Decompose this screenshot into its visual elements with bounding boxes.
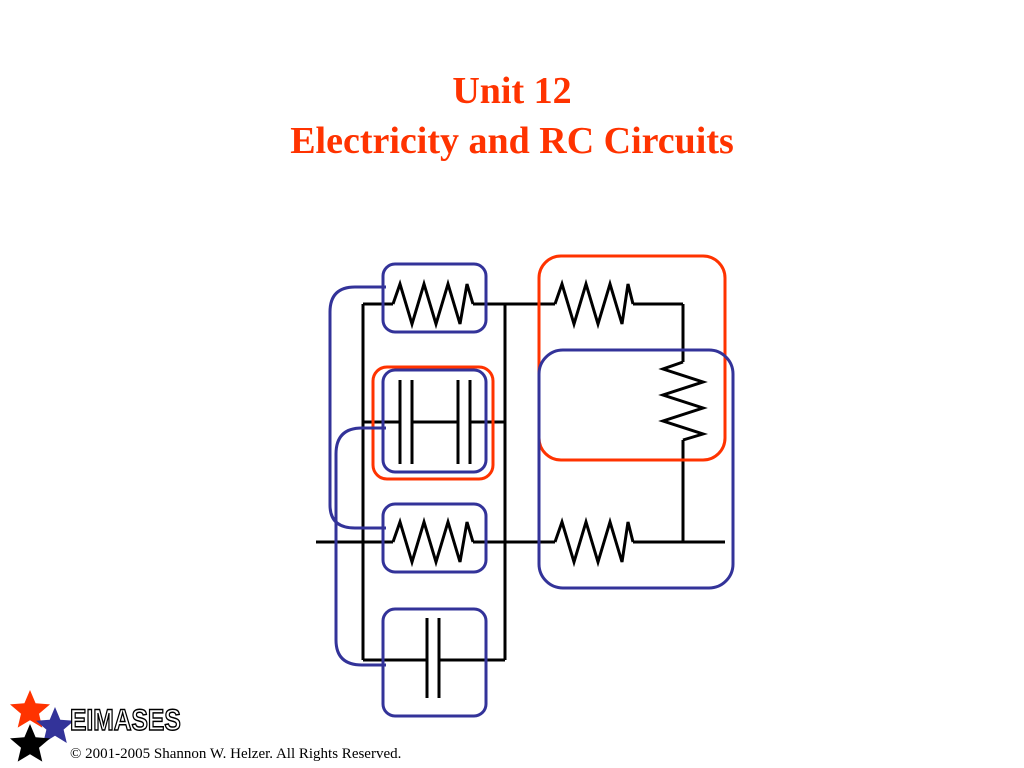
- blue-box-top-resistor: [381, 262, 488, 334]
- blue-loop-lower: [334, 426, 386, 667]
- capacitor-left-upper: [398, 380, 414, 464]
- title-line-2: Electricity and RC Circuits: [290, 120, 734, 162]
- blue-box-middle-resistor: [381, 502, 488, 574]
- circuit-wires: [316, 302, 725, 662]
- resistor-middle-left: [391, 516, 475, 568]
- resistor-middle-right: [553, 516, 635, 568]
- blue-star-icon: [36, 707, 74, 743]
- resistor-vertical-right: [658, 360, 709, 442]
- blue-loop-upper: [328, 285, 386, 530]
- red-star-icon: [10, 690, 50, 728]
- slide-title: Unit 12 Electricity and RC Circuits: [0, 66, 1024, 166]
- blue-group-bottom-right: [537, 348, 735, 590]
- logo-stars: [10, 690, 74, 762]
- logo-wordmark: EIMASES: [69, 703, 181, 738]
- blue-box-bottom-capacitor: [381, 607, 488, 718]
- resistor-top-left: [391, 278, 475, 330]
- resistor-top-right: [553, 278, 635, 330]
- red-group-capacitors: [371, 365, 495, 481]
- copyright-notice: © 2001-2005 Shannon W. Helzer. All Right…: [70, 746, 402, 762]
- black-star-icon: [10, 724, 50, 762]
- capacitor-right-upper: [456, 380, 472, 464]
- red-group-top-right: [537, 254, 727, 462]
- capacitor-bottom: [425, 618, 441, 698]
- title-line-1: Unit 12: [452, 70, 572, 112]
- blue-box-capacitors: [381, 368, 488, 474]
